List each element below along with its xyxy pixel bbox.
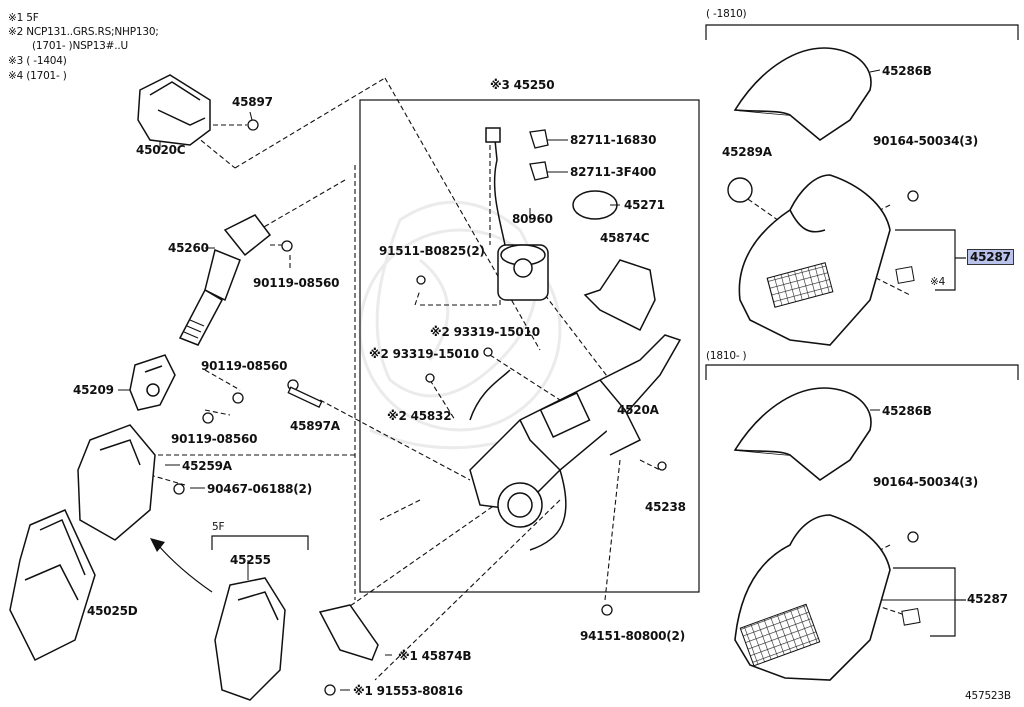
clip-drawings <box>529 129 549 181</box>
part-45286B-lower[interactable]: 45286B <box>882 404 932 418</box>
upper-cover-grid <box>766 262 834 308</box>
part-45874C[interactable]: 45874C <box>600 231 650 245</box>
universal-joint-drawing <box>129 354 176 411</box>
part-90164-50034-lower[interactable]: 90164-50034(3) <box>873 475 978 489</box>
lower-cover-grid <box>739 603 821 667</box>
note-3: ※3 ( -1404) <box>8 55 67 67</box>
part-45025D[interactable]: 45025D <box>87 604 138 618</box>
bolt-drawings <box>173 119 919 696</box>
part-91511-B0825[interactable]: 91511-B0825(2) <box>379 244 485 258</box>
range-upper: ( -1810) <box>706 8 747 20</box>
direction-arrow <box>150 538 213 593</box>
steering-column-drawing <box>469 127 682 551</box>
intermediate-shaft-drawing <box>178 214 272 346</box>
part-45832[interactable]: ※2 45832 <box>387 409 452 423</box>
part-4520A[interactable]: 4520A <box>617 403 659 417</box>
part-93319-15010-a[interactable]: ※2 93319-15010 <box>430 325 540 339</box>
part-45286B-upper[interactable]: 45286B <box>882 64 932 78</box>
part-45897[interactable]: 45897 <box>232 95 273 109</box>
note-2-cont: (1701- )NSP13#..U <box>32 40 129 52</box>
part-91553-80816[interactable]: ※1 91553-80816 <box>353 684 463 698</box>
part-93319-15010-b[interactable]: ※2 93319-15010 <box>369 347 479 361</box>
part-45259A[interactable]: 45259A <box>182 459 232 473</box>
part-45287-upper-highlighted[interactable]: 45287 <box>967 249 1014 265</box>
upper-column-cover-drawing <box>733 47 891 346</box>
boot-cover-drawing <box>77 424 156 541</box>
emblem-drawing <box>727 177 753 203</box>
part-90119-08560-c[interactable]: 90119-08560 <box>171 432 258 446</box>
part-82711-3F400[interactable]: 82711-3F400 <box>570 165 657 179</box>
part-45209[interactable]: 45209 <box>73 383 114 397</box>
part-45287-lower[interactable]: 45287 <box>967 592 1008 606</box>
range-5f: 5F <box>212 521 225 533</box>
range-lower: (1810- ) <box>706 350 747 362</box>
frames <box>211 24 1019 637</box>
note-4-marker: ※4 <box>930 276 946 288</box>
part-90467-06188[interactable]: 90467-06188(2) <box>207 482 312 496</box>
part-45020C[interactable]: 45020C <box>136 143 186 157</box>
note-2: ※2 NCP131..GRS.RS;NHP130; <box>8 26 159 38</box>
part-94151-80800[interactable]: 94151-80800(2) <box>580 629 685 643</box>
part-45897A[interactable]: 45897A <box>290 419 340 433</box>
figure-id: 457523B <box>965 690 1011 702</box>
part-45289A[interactable]: 45289A <box>722 145 772 159</box>
part-90164-50034-upper[interactable]: 90164-50034(3) <box>873 134 978 148</box>
hole-cover-drawing <box>9 509 96 662</box>
note-4: ※4 (1701- ) <box>8 70 67 82</box>
part-90119-08560-a[interactable]: 90119-08560 <box>253 276 340 290</box>
part-90119-08560-b[interactable]: 90119-08560 <box>201 359 288 373</box>
part-45238[interactable]: 45238 <box>645 500 686 514</box>
part-45874B[interactable]: ※1 45874B <box>398 649 472 663</box>
part-45255[interactable]: 45255 <box>230 553 271 567</box>
note-1: ※1 5F <box>8 12 39 24</box>
bracket-drawing <box>318 604 379 661</box>
ignition-lock-drawing <box>137 74 211 146</box>
part-45260[interactable]: 45260 <box>168 241 209 255</box>
label-tag-drawing-lower <box>901 607 921 626</box>
part-45271[interactable]: 45271 <box>624 198 665 212</box>
lower-column-cover-drawing <box>733 387 891 681</box>
cover-5f-drawing <box>214 577 286 701</box>
part-82711-16830[interactable]: 82711-16830 <box>570 133 657 147</box>
part-45250[interactable]: ※3 45250 <box>490 78 555 92</box>
part-80960[interactable]: 80960 <box>512 212 553 226</box>
label-tag-drawing <box>895 266 915 284</box>
